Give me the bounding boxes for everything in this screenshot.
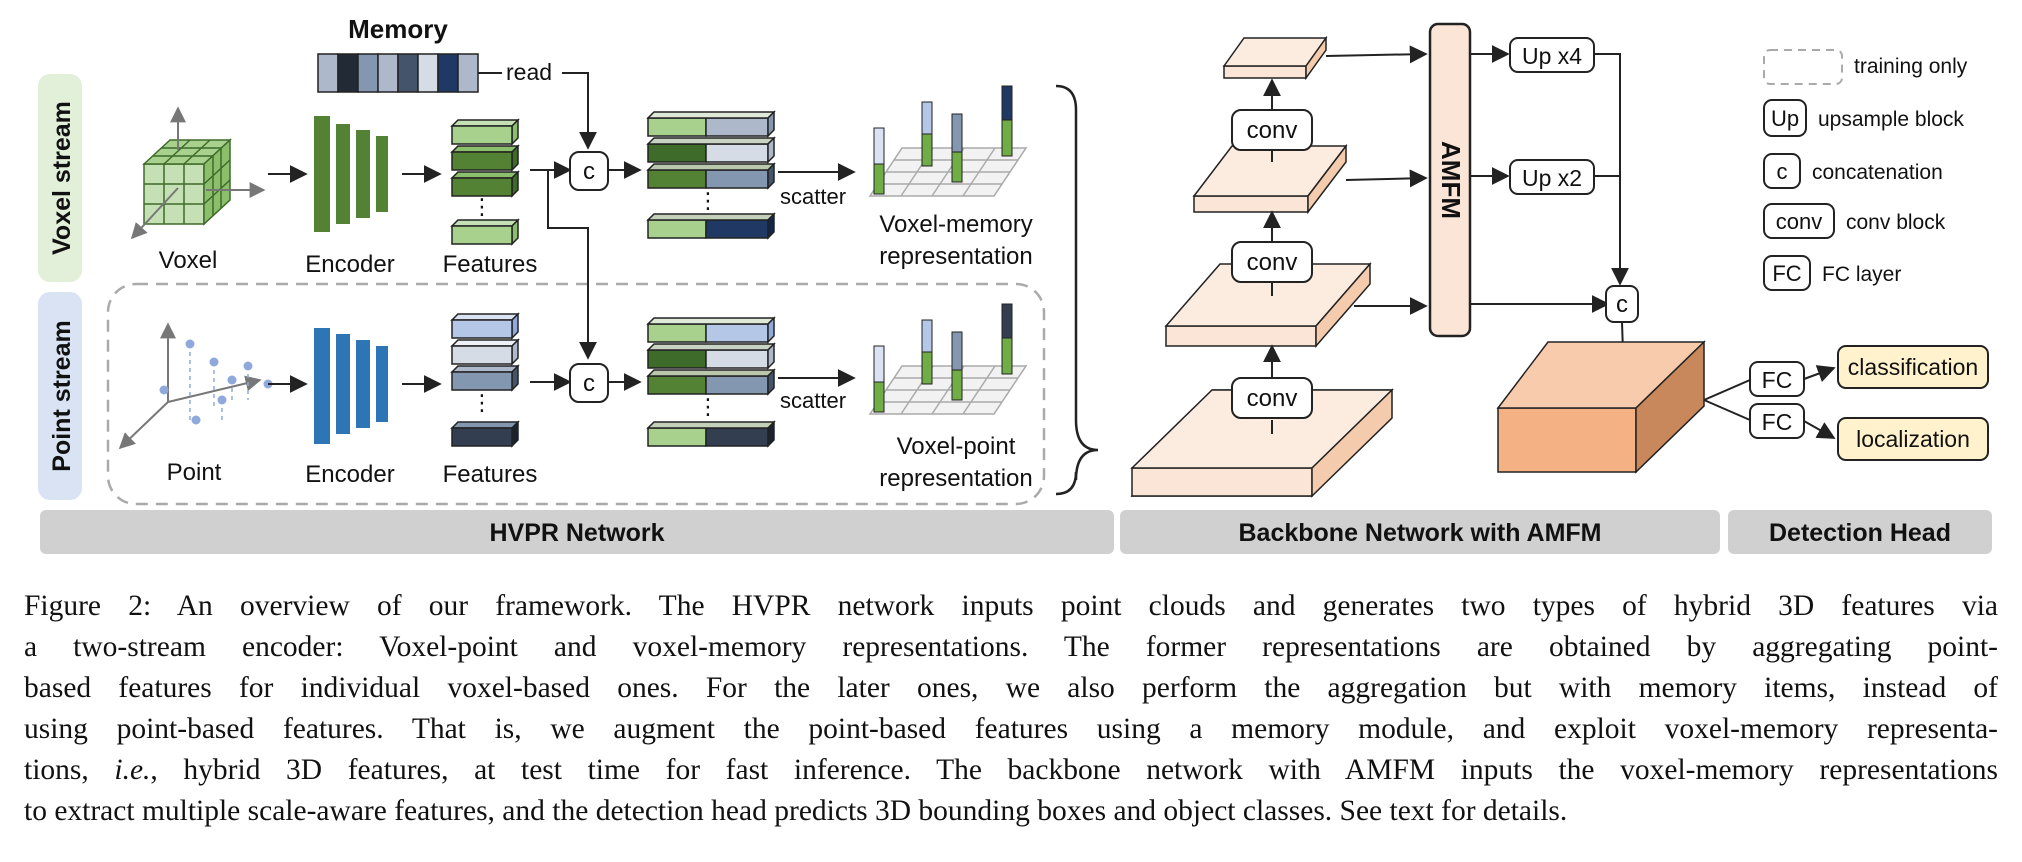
- svg-text:c: c: [1616, 291, 1628, 318]
- section-bar-backbone: Backbone Network with AMFM: [1120, 510, 1720, 554]
- legend: training only Up upsample block c concat…: [1763, 49, 1968, 291]
- point-cloud-icon: [118, 322, 273, 450]
- conv-block-1: conv: [1231, 377, 1313, 419]
- svg-text:c: c: [583, 158, 595, 185]
- framework-diagram: Voxel stream Point stream Memory read Vo…: [38, 14, 1992, 554]
- point-label: Point: [167, 459, 222, 486]
- svg-text:classification: classification: [1848, 354, 1978, 380]
- voxel-memory-rep-line1: Voxel-memory: [879, 211, 1032, 238]
- voxel-encoder-label: Encoder: [305, 251, 394, 278]
- svg-text:conv: conv: [1247, 117, 1298, 144]
- caption-line-5: tions, i.e., hybrid 3D features, at test…: [24, 754, 1998, 786]
- memory-title: Memory: [348, 14, 448, 44]
- svg-text:HVPR Network: HVPR Network: [489, 519, 664, 547]
- caption-line-3: based features for individual voxel-base…: [24, 672, 1998, 704]
- detection-head-box: [1496, 340, 1706, 474]
- caption-line-4: using point-based features. That is, we …: [24, 713, 1998, 745]
- point-stream-label: Point stream: [48, 320, 76, 471]
- voxel-memory-grid: [868, 85, 1028, 197]
- backbone-slab-4: [1222, 35, 1328, 81]
- section-bar-detection-head: Detection Head: [1728, 510, 1992, 554]
- svg-text:training only: training only: [1854, 55, 1968, 78]
- scatter-label-memory: scatter: [780, 184, 846, 209]
- backbone-slab-3: [1192, 143, 1348, 215]
- svg-text:Up x2: Up x2: [1522, 165, 1582, 191]
- svg-text:concatenation: concatenation: [1812, 161, 1943, 184]
- svg-text:FC layer: FC layer: [1822, 263, 1901, 286]
- read-label: read: [506, 59, 552, 85]
- voxel-features: ⋮: [450, 118, 520, 246]
- conv-block-2: conv: [1231, 241, 1313, 283]
- svg-text:⋮: ⋮: [471, 390, 493, 415]
- svg-text:⋮: ⋮: [697, 394, 719, 419]
- voxel-axes: [130, 106, 266, 240]
- concat-node-voxel: c: [569, 151, 609, 191]
- point-features: ⋮: [450, 312, 520, 448]
- caption-line-1: Figure 2: An overview of our framework. …: [24, 590, 1998, 622]
- voxel-stream-label: Voxel stream: [48, 101, 76, 255]
- voxel-point-rep-line2: representation: [879, 465, 1032, 492]
- svg-text:⋮: ⋮: [471, 194, 493, 219]
- grouping-brace: [1055, 84, 1099, 496]
- svg-text:Backbone Network with AMFM: Backbone Network with AMFM: [1239, 519, 1602, 547]
- fc-block-localization: FC: [1749, 403, 1805, 439]
- svg-text:FC: FC: [1762, 409, 1793, 435]
- localization-output: localization: [1837, 417, 1989, 461]
- memory-bank: [317, 53, 479, 93]
- scatter-label-point: scatter: [780, 388, 846, 413]
- backbone-slab-1: [1130, 388, 1394, 498]
- voxel-stream-tag: Voxel stream: [38, 74, 82, 282]
- voxel-label: Voxel: [159, 247, 218, 274]
- concat-node-backbone: c: [1605, 285, 1639, 323]
- point-stream-tag: Point stream: [38, 292, 82, 500]
- amfm-block: AMFM: [1428, 22, 1472, 338]
- voxel-point-grid: [868, 303, 1028, 415]
- voxel-memory-rep-line2: representation: [879, 243, 1032, 270]
- svg-text:c: c: [1777, 159, 1788, 184]
- voxel-features-label: Features: [443, 251, 538, 278]
- upsample-x2-block: Up x2: [1509, 159, 1595, 195]
- svg-text:conv block: conv block: [1846, 211, 1946, 234]
- svg-text:conv: conv: [1776, 209, 1822, 234]
- svg-text:conv: conv: [1247, 385, 1298, 412]
- upsample-x4-block: Up x4: [1509, 37, 1595, 73]
- voxel-point-features: ⋮: [646, 316, 776, 448]
- caption-line-2: a two-stream encoder: Voxel-point and vo…: [24, 631, 1998, 663]
- svg-text:FC: FC: [1762, 367, 1793, 393]
- point-encoder: [314, 328, 388, 444]
- conv-block-3: conv: [1231, 109, 1313, 151]
- voxel-point-rep-line1: Voxel-point: [897, 433, 1016, 460]
- figure-caption: Figure 2: An overview of our framework. …: [24, 586, 1998, 832]
- svg-text:⋮: ⋮: [697, 188, 719, 213]
- point-features-label: Features: [443, 461, 538, 488]
- svg-text:conv: conv: [1247, 249, 1298, 276]
- section-bar-hvpr: HVPR Network: [40, 510, 1114, 554]
- svg-text:c: c: [583, 370, 595, 397]
- classification-output: classification: [1837, 345, 1989, 389]
- point-encoder-label: Encoder: [305, 461, 394, 488]
- svg-text:Up x4: Up x4: [1522, 43, 1582, 69]
- caption-line-6: to extract multiple scale-aware features…: [24, 795, 1568, 827]
- svg-text:FC: FC: [1772, 261, 1801, 286]
- svg-text:Up: Up: [1771, 106, 1799, 131]
- voxel-encoder: [314, 116, 388, 232]
- svg-text:AMFM: AMFM: [1436, 141, 1466, 219]
- svg-text:localization: localization: [1856, 426, 1970, 452]
- backbone-slab-2: [1164, 261, 1372, 349]
- svg-text:Detection Head: Detection Head: [1769, 519, 1951, 547]
- svg-text:upsample block: upsample block: [1818, 108, 1964, 131]
- training-only-region: [106, 282, 1046, 506]
- voxel-memory-features: ⋮: [646, 110, 776, 240]
- fc-block-classification: FC: [1749, 361, 1805, 397]
- concat-node-point: c: [569, 363, 609, 403]
